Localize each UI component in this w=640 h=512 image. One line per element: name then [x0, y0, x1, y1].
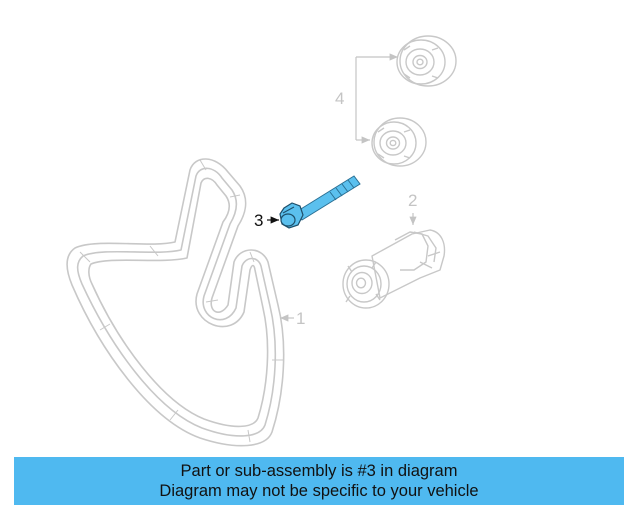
banner-line-part-number: Part or sub-assembly is #3 in diagram: [180, 462, 458, 480]
diagram-notice-banner: Part or sub-assembly is #3 in diagram Di…: [14, 457, 624, 505]
callout-number-1: 1: [296, 309, 306, 328]
serpentine-belt: [66, 158, 285, 447]
callout-leader-4: [355, 53, 398, 144]
exploded-parts-diagram: [66, 35, 457, 447]
callout-number-4: 4: [335, 89, 345, 108]
belt-tensioner: [342, 229, 446, 309]
callout-number-3: 3: [254, 211, 264, 230]
idler-pulley-lower: [371, 117, 427, 167]
callout-number-2: 2: [408, 191, 418, 210]
banner-line-disclaimer: Diagram may not be specific to your vehi…: [159, 482, 479, 500]
tensioner-bolt-highlighted: [279, 175, 361, 229]
idler-pulley-upper: [396, 35, 457, 87]
